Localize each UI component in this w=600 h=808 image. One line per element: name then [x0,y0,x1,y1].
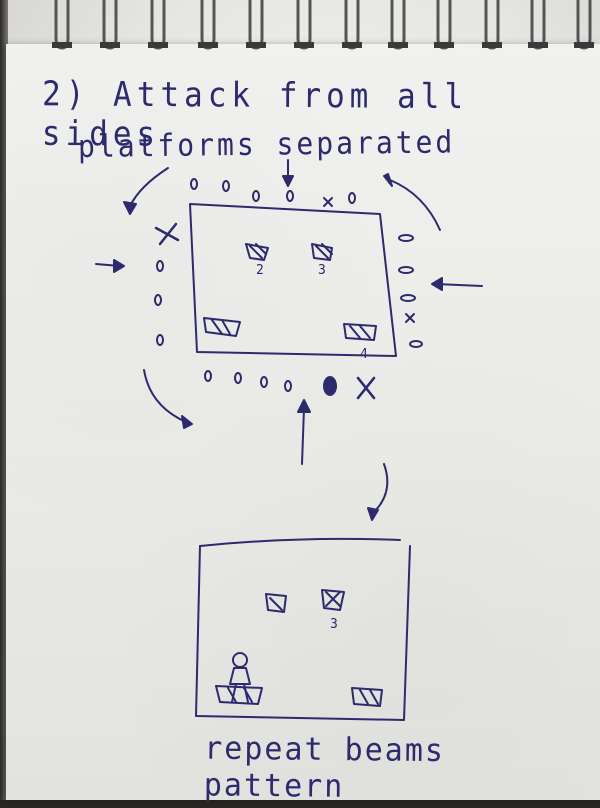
spiral-ring [244,0,268,54]
spiral-ring [480,0,504,54]
platform-number: 3 [330,617,338,632]
spiral-ring [196,0,220,54]
spiral-ring [146,0,170,54]
platform-number: 2 [256,263,264,278]
bottom-platforms [215,589,383,707]
enemy-marks-bottom [204,370,376,400]
notebook-page [6,44,600,800]
enemy-marks-left [154,222,180,346]
spiral-ring [432,0,456,54]
desk-edge [0,0,8,800]
top-diagram-arena [189,203,397,357]
spiral-ring [50,0,74,54]
enemy-marks-top [190,178,356,207]
attack-arrows [95,159,483,521]
spiral-ring [526,0,550,54]
enemy-marks-right [398,234,423,348]
spiral-ring [572,0,596,54]
platform-number: 3 [318,263,326,278]
spiral-ring [340,0,364,54]
platform-number: 4 [360,347,368,362]
bottom-diagram-arena [195,537,411,721]
spiral-ring [292,0,316,54]
top-platforms [203,243,377,341]
spiral-ring [98,0,122,54]
spiral-ring [386,0,410,54]
player-figure [229,652,251,703]
